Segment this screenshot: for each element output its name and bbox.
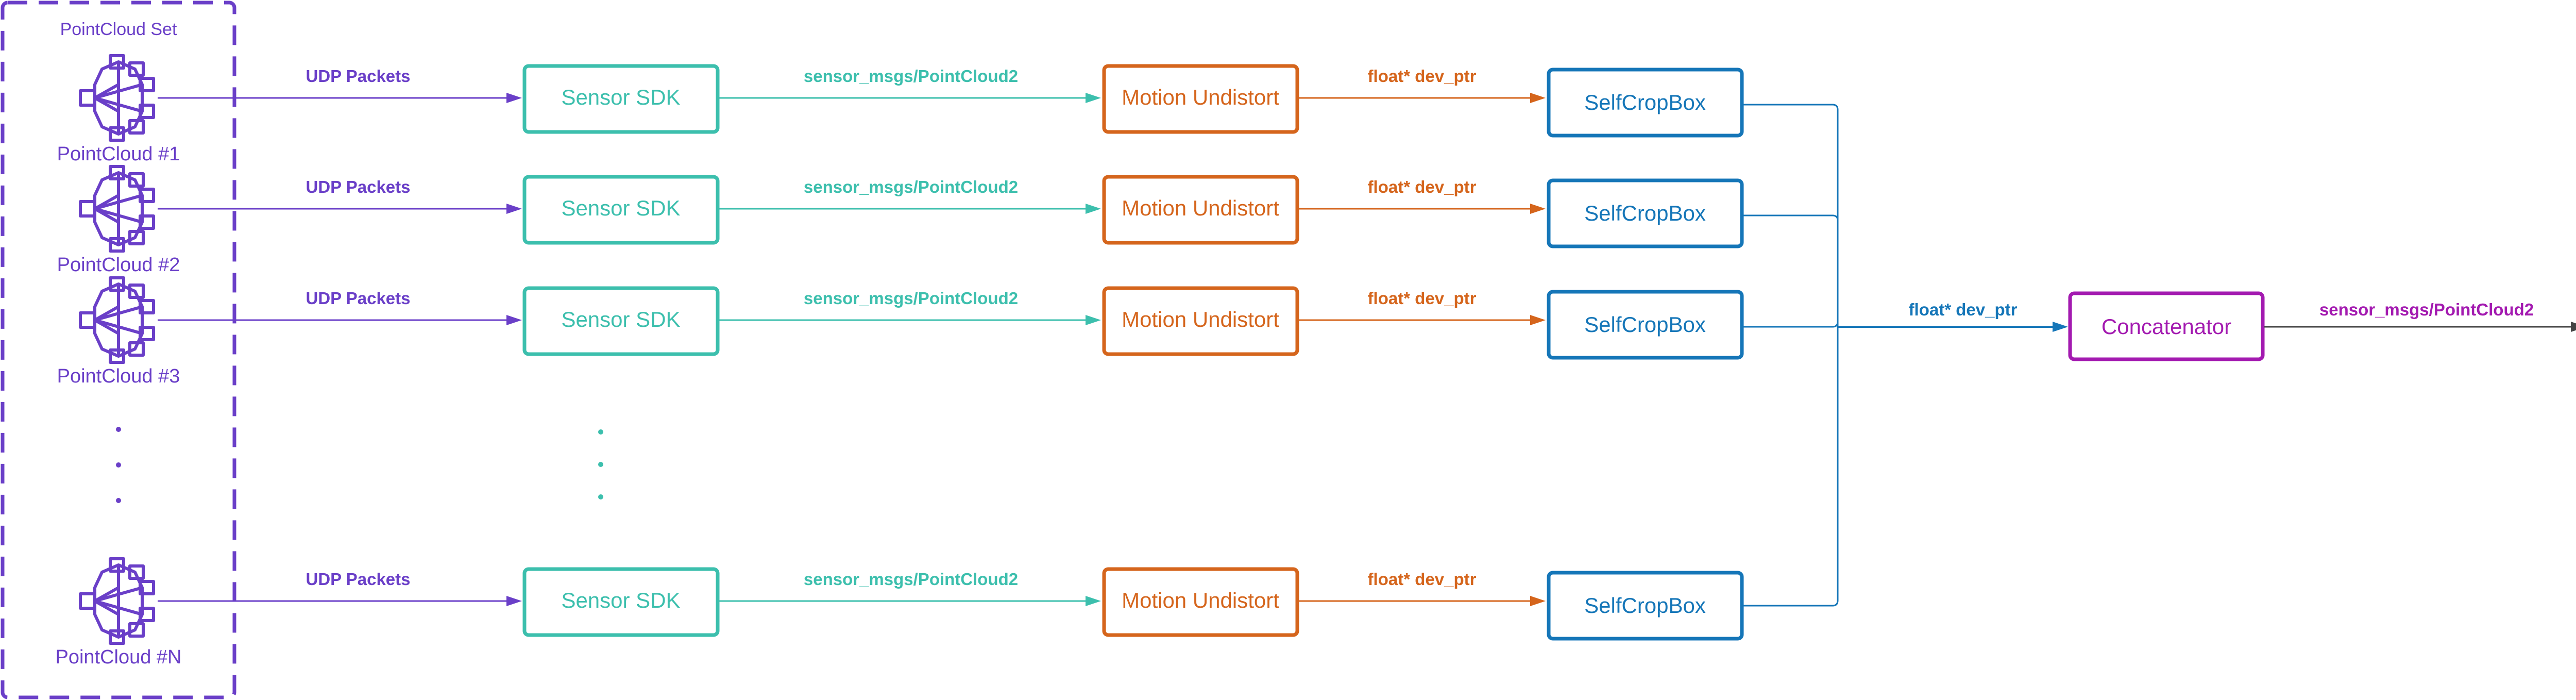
motion-undistort-label: Motion Undistort: [1122, 85, 1279, 109]
source-label: PointCloud #3: [57, 365, 180, 387]
pointcloud-icon: [80, 166, 154, 251]
udp-label: UDP Packets: [306, 570, 410, 589]
motion-undistort-box: [1102, 64, 1299, 134]
udp-arrow-head: [506, 315, 522, 325]
motion-undistort-box: [1102, 175, 1299, 245]
ellipsis-dot-source-3: [116, 498, 121, 503]
motion-undistort-box: [1102, 567, 1299, 637]
merge-connector: [1743, 104, 1839, 110]
ros-arrow-head: [1086, 204, 1101, 214]
udp-arrow-head: [506, 204, 522, 214]
ellipsis-dot-source-1: [116, 427, 121, 432]
ros-label: sensor_msgs/PointCloud2: [804, 66, 1018, 86]
selfcropbox-label: SelfCropBox: [1584, 90, 1706, 114]
source-label: PointCloud #N: [55, 646, 181, 668]
udp-label: UDP Packets: [306, 289, 410, 308]
ptr-arrow-head: [1530, 596, 1546, 606]
concatenator-label: Concatenator: [2102, 314, 2231, 339]
ros-label: sensor_msgs/PointCloud2: [804, 289, 1018, 308]
selfcropbox-box: [1547, 290, 1744, 360]
udp-arrow-head: [506, 596, 522, 606]
udp-arrow-head: [506, 93, 522, 103]
ptr-arrow-head: [1530, 93, 1546, 103]
pointcloud-icon: [80, 56, 154, 140]
merged-arrow-head: [2053, 322, 2068, 332]
ros-arrow-head: [1086, 315, 1101, 325]
pointcloud-icon: [80, 559, 154, 643]
pointcloud-set-group: [1, 1, 236, 699]
ros-label: sensor_msgs/PointCloud2: [804, 177, 1018, 196]
sensor-sdk-box: [522, 64, 720, 134]
ptr-label: float* dev_ptr: [1368, 289, 1477, 308]
selfcropbox-label: SelfCropBox: [1584, 593, 1706, 618]
udp-label: UDP Packets: [306, 66, 410, 86]
selfcropbox-label: SelfCropBox: [1584, 201, 1706, 225]
ptr-arrow-head: [1530, 204, 1546, 214]
source-label: PointCloud #2: [57, 254, 180, 276]
output-label: sensor_msgs/PointCloud2: [2319, 300, 2534, 319]
sensor-sdk-box: [522, 175, 720, 245]
sensor-sdk-box: [522, 567, 720, 637]
motion-undistort-label: Motion Undistort: [1122, 307, 1279, 331]
ellipsis-dot-sdk-1: [598, 429, 603, 435]
sensor-sdk-label: Sensor SDK: [561, 85, 680, 109]
ros-arrow-head: [1086, 596, 1101, 606]
ros-label: sensor_msgs/PointCloud2: [804, 570, 1018, 589]
pointcloud-icon: [80, 278, 154, 362]
motion-undistort-box: [1102, 286, 1299, 356]
ptr-label: float* dev_ptr: [1368, 570, 1477, 589]
motion-undistort-label: Motion Undistort: [1122, 588, 1279, 612]
sensor-sdk-box: [522, 286, 720, 356]
merge-connector: [1743, 600, 1839, 607]
ptr-label: float* dev_ptr: [1368, 177, 1477, 196]
selfcropbox-box: [1547, 68, 1744, 138]
sensor-sdk-label: Sensor SDK: [561, 588, 680, 612]
merge-connector: [1743, 321, 1839, 328]
sensor-sdk-label: Sensor SDK: [561, 307, 680, 331]
concatenator-box: [2068, 291, 2265, 361]
ptr-label: float* dev_ptr: [1368, 66, 1477, 86]
merged-label: float* dev_ptr: [1909, 300, 2018, 319]
selfcropbox-label: SelfCropBox: [1584, 312, 1706, 337]
udp-label: UDP Packets: [306, 177, 410, 196]
merge-connector: [1743, 214, 1839, 221]
group-title: PointCloud Set: [60, 20, 177, 39]
ros-arrow-head: [1086, 93, 1101, 103]
output-arrow-head: [2571, 322, 2576, 332]
ellipsis-dot-sdk-3: [598, 494, 603, 499]
ptr-arrow-head: [1530, 315, 1546, 325]
selfcropbox-box: [1547, 571, 1744, 641]
sensor-sdk-label: Sensor SDK: [561, 196, 680, 220]
source-label: PointCloud #1: [57, 143, 180, 165]
motion-undistort-label: Motion Undistort: [1122, 196, 1279, 220]
ellipsis-dot-sdk-2: [598, 462, 603, 467]
ellipsis-dot-source-2: [116, 462, 121, 468]
selfcropbox-box: [1547, 178, 1744, 248]
